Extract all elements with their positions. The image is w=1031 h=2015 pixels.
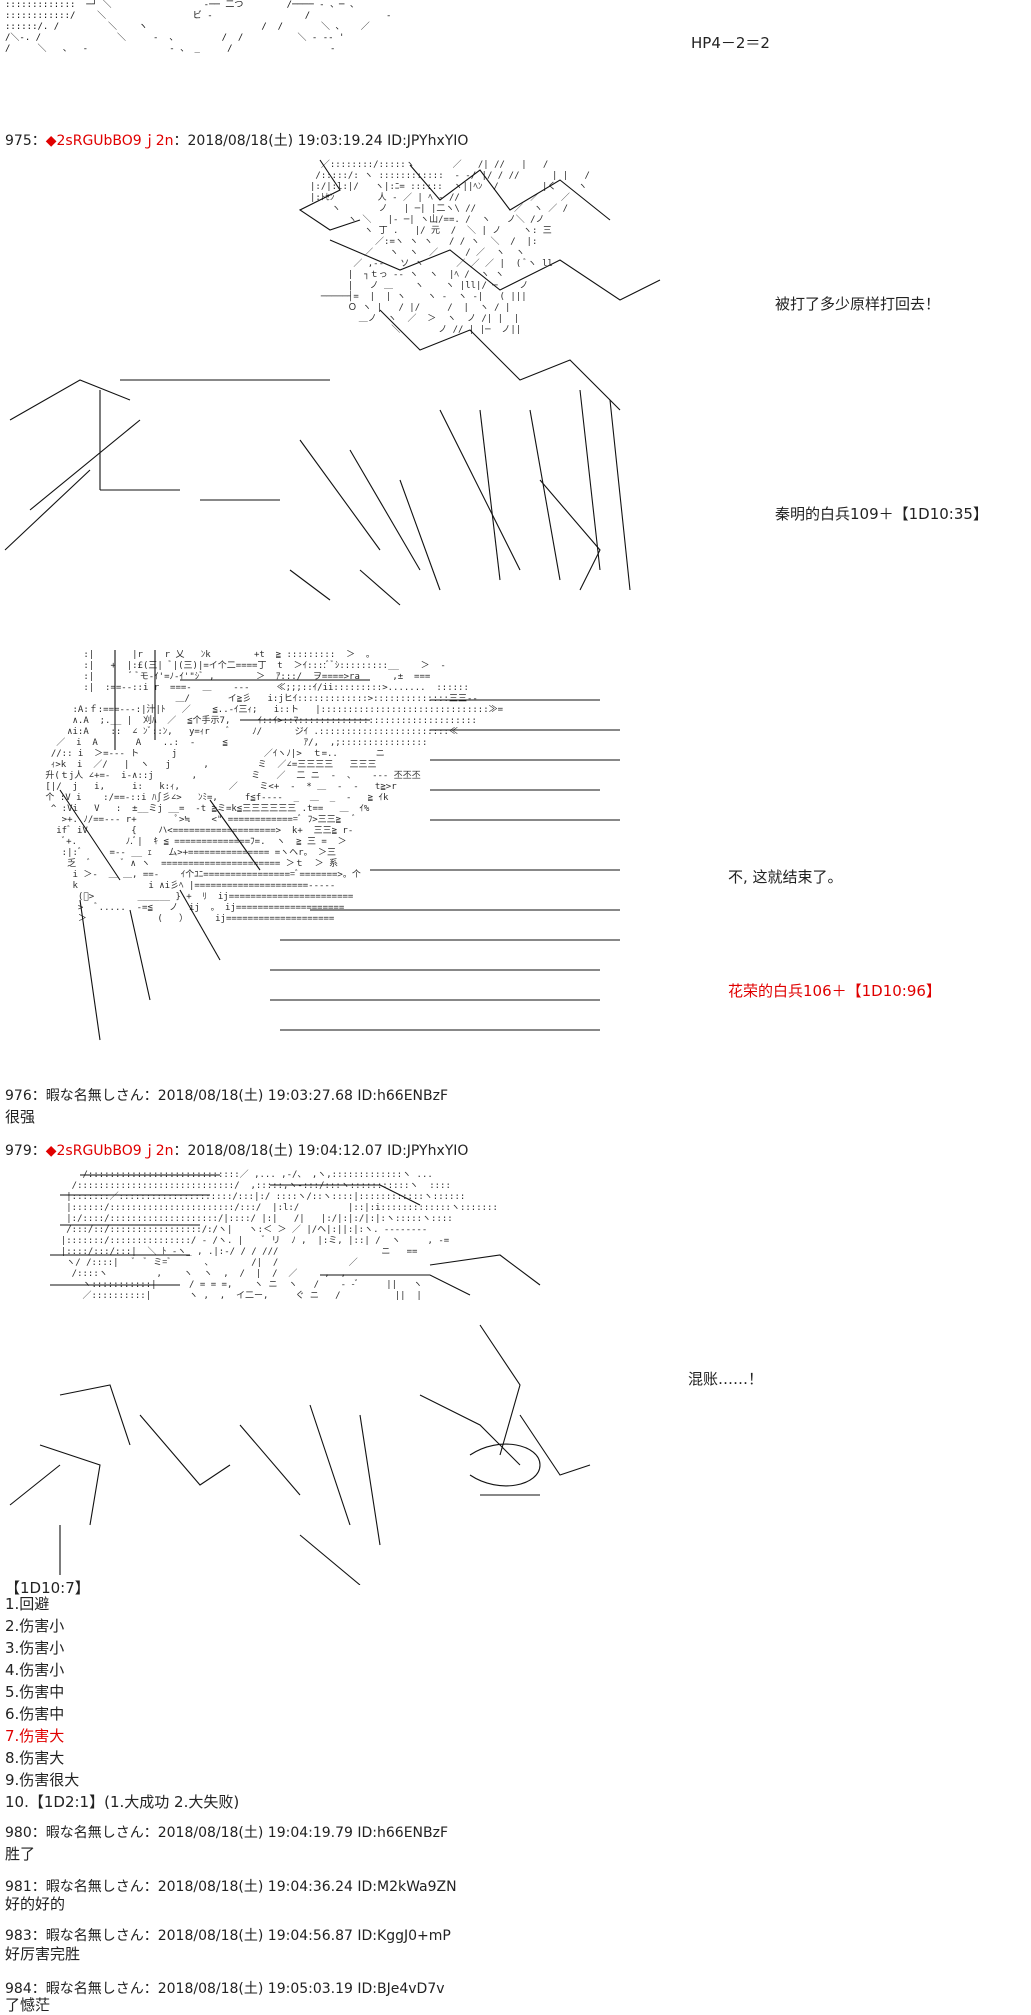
trip-diamond: ◆ [45,133,57,149]
post-line: 好的好的 [5,1895,66,1913]
roll-row: 【1D10:7】 [5,1579,90,1597]
post-meta: ：2018/08/18(土) 19:03:19.24 ID:JPYhxYIO [173,133,469,149]
roll-row: 8.伤害大 [5,1749,65,1767]
post-line: 胜了 [5,1845,36,1863]
post-meta: ：2018/08/18(土) 19:04:19.79 ID:h66ENBzF [143,1825,449,1841]
roll-row: 1.回避 [5,1595,50,1613]
post-number: 983： [5,1928,46,1944]
post-line: 花荣的白兵106＋【1D10:96】 [728,982,941,1000]
post-number: 976： [5,1088,46,1104]
roll-row: 3.伤害小 [5,1639,65,1657]
roll-row-selected: 7.伤害大 [5,1727,65,1745]
hp-status: HP4－2＝2 [691,34,770,52]
post-header: 975：◆2sRGUbBO9ｊ2n：2018/08/18(土) 19:03:19… [5,130,468,150]
ascii-art-duel-2 [59,650,620,1041]
post-line: 很强 [5,1108,36,1126]
poster-name: 暇な名無しさん [45,1879,144,1895]
post-header: 980：暇な名無しさん：2018/08/18(土) 19:04:19.79 ID… [5,1822,448,1842]
roll-row: 10.【1D2:1】(1.大成功 2.大失败) [5,1793,240,1811]
post-line: 好厉害完胜 [5,1945,81,1963]
ascii-art-rider [9,1174,591,1585]
roll-row: 9.伤害很大 [5,1771,80,1789]
post-line: 秦明的白兵109＋【1D10:35】 [775,505,988,523]
post-meta: ：2018/08/18(土) 19:05:03.19 ID:BJe4vD7v [143,1981,445,1997]
post-line: 被打了多少原样打回去！ [775,295,941,313]
post-number: 984： [5,1981,46,1997]
roll-row: 5.伤害中 [5,1683,65,1701]
post-meta: ：2018/08/18(土) 19:04:36.24 ID:M2kWa9ZN [143,1879,457,1895]
post-header: 981：暇な名無しさん：2018/08/18(土) 19:04:36.24 ID… [5,1876,457,1896]
post-number: 981： [5,1879,46,1895]
post-header: 983：暇な名無しさん：2018/08/18(土) 19:04:56.87 ID… [5,1925,451,1945]
poster-name: 暇な名無しさん [45,1928,144,1944]
trip-code[interactable]: 2sRGUbBO9ｊ2n [56,133,174,149]
post-header: 979：◆2sRGUbBO9ｊ2n：2018/08/18(土) 19:04:12… [5,1140,468,1160]
roll-row: 2.伤害小 [5,1617,65,1635]
post-meta: ：2018/08/18(土) 19:04:12.07 ID:JPYhxYIO [173,1143,469,1159]
post-line: 不, 这就结束了。 [728,868,843,886]
post-number: 980： [5,1825,46,1841]
roll-row: 4.伤害小 [5,1661,65,1679]
post-line: 了憾茫 [5,1996,51,2014]
trip-code[interactable]: 2sRGUbBO9ｊ2n [56,1143,174,1159]
ascii-art-duel-2-text: :| |r r 乂 ﾝk +t ≧ ::::::::: ＞ 。 :| + |:£… [45,650,504,924]
post-meta: ：2018/08/18(土) 19:04:56.87 ID:KggJ0+mP [143,1928,451,1944]
roll-row: 6.伤害中 [5,1705,65,1723]
trip-diamond: ◆ [45,1143,57,1159]
post-header: 976：暇な名無しさん：2018/08/18(土) 19:03:27.68 ID… [5,1085,448,1105]
post-number: 979： [5,1143,46,1159]
post-meta: ：2018/08/18(土) 19:03:27.68 ID:h66ENBzF [143,1088,449,1104]
ascii-art-top: ::::::::::::: ─┘ ＼ ‐── 二つ /──── - 、─ 、 :… [5,0,392,54]
ascii-art-duel-1 [4,159,661,606]
poster-name: 暇な名無しさん [45,1981,144,1997]
poster-name: 暇な名無しさん [45,1088,144,1104]
post-header: 984：暇な名無しさん：2018/08/18(土) 19:05:03.19 ID… [5,1978,445,1998]
post-number: 975： [5,133,46,149]
post-line: 混账……！ [688,1370,764,1388]
ascii-art-rider-text: /::::::::::::::::::::::::::::／ ,... ,-/、… [60,1170,498,1301]
ascii-art-duel-1-text: ／::::::::/:::::ヽ ／ /| // | / /:::::/: ヽ … [310,160,590,335]
poster-name: 暇な名無しさん [45,1825,144,1841]
